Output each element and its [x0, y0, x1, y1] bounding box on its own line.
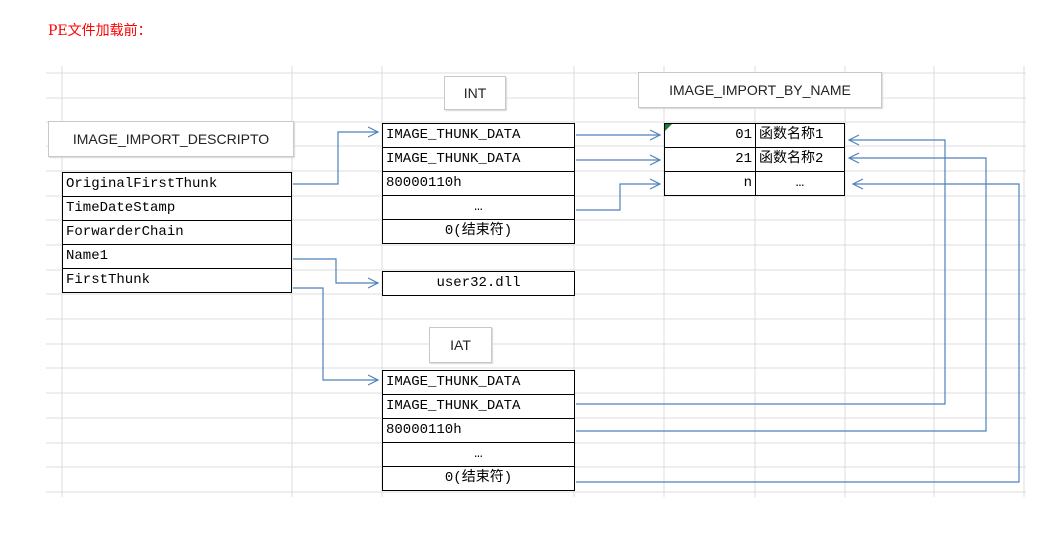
descriptor-table: OriginalFirstThunk TimeDateStamp Forward… [62, 172, 292, 293]
iat-entry-5: 0(结束符) [382, 466, 575, 491]
table-row: IMAGE_THUNK_DATA [382, 147, 575, 172]
name-cell-2: 函数名称2 [755, 147, 845, 172]
hint-cell-1: 01 [664, 123, 756, 148]
iat-label: IAT [429, 327, 492, 363]
descriptor-field-time-date-stamp: TimeDateStamp [62, 196, 292, 221]
image-import-by-name-label: IMAGE_IMPORT_BY_NAME [638, 72, 882, 108]
iat-table: IMAGE_THUNK_DATA IMAGE_THUNK_DATA 800001… [382, 370, 575, 491]
table-row: 0(结束符) [382, 466, 575, 491]
iat-entry-2: IMAGE_THUNK_DATA [382, 394, 575, 419]
table-row: FirstThunk [62, 268, 292, 293]
int-entry-1: IMAGE_THUNK_DATA [382, 123, 575, 148]
table-row: 80000110h [382, 171, 575, 196]
int-entry-5: 0(结束符) [382, 219, 575, 244]
dll-name: user32.dll [382, 271, 575, 296]
name-cell-3: … [755, 171, 845, 196]
table-row: 01 函数名称1 [664, 123, 845, 148]
table-row: n … [664, 171, 845, 196]
int-entry-2: IMAGE_THUNK_DATA [382, 147, 575, 172]
dll-name-table: user32.dll [382, 271, 575, 296]
hint-cell-3: n [664, 171, 756, 196]
iat-entry-1: IMAGE_THUNK_DATA [382, 370, 575, 395]
hint-cell-2: 21 [664, 147, 756, 172]
table-row: TimeDateStamp [62, 196, 292, 221]
name-cell-1: 函数名称1 [755, 123, 845, 148]
table-row: 21 函数名称2 [664, 147, 845, 172]
table-row: ForwarderChain [62, 220, 292, 245]
descriptor-field-first-thunk: FirstThunk [62, 268, 292, 293]
table-row: Name1 [62, 244, 292, 269]
descriptor-field-original-first-thunk: OriginalFirstThunk [62, 172, 292, 197]
int-entry-3: 80000110h [382, 171, 575, 196]
import-by-name-table: 01 函数名称1 21 函数名称2 n … [664, 123, 845, 196]
descriptor-field-forwarder-chain: ForwarderChain [62, 220, 292, 245]
cell-marker [665, 124, 672, 131]
int-entry-4: … [382, 195, 575, 220]
int-table: IMAGE_THUNK_DATA IMAGE_THUNK_DATA 800001… [382, 123, 575, 244]
iat-entry-3: 80000110h [382, 418, 575, 443]
descriptor-field-name1: Name1 [62, 244, 292, 269]
image-import-descriptor-label: IMAGE_IMPORT_DESCRIPTO [48, 121, 294, 157]
iat-entry-4: … [382, 442, 575, 467]
table-row: IMAGE_THUNK_DATA [382, 370, 575, 395]
table-row: 0(结束符) [382, 219, 575, 244]
table-row: … [382, 195, 575, 220]
table-row: IMAGE_THUNK_DATA [382, 123, 575, 148]
table-row: IMAGE_THUNK_DATA [382, 394, 575, 419]
page-title: PE文件加载前： [48, 23, 152, 39]
table-row: 80000110h [382, 418, 575, 443]
table-row: … [382, 442, 575, 467]
table-row: user32.dll [382, 271, 575, 296]
table-row: OriginalFirstThunk [62, 172, 292, 197]
int-label: INT [444, 76, 506, 110]
